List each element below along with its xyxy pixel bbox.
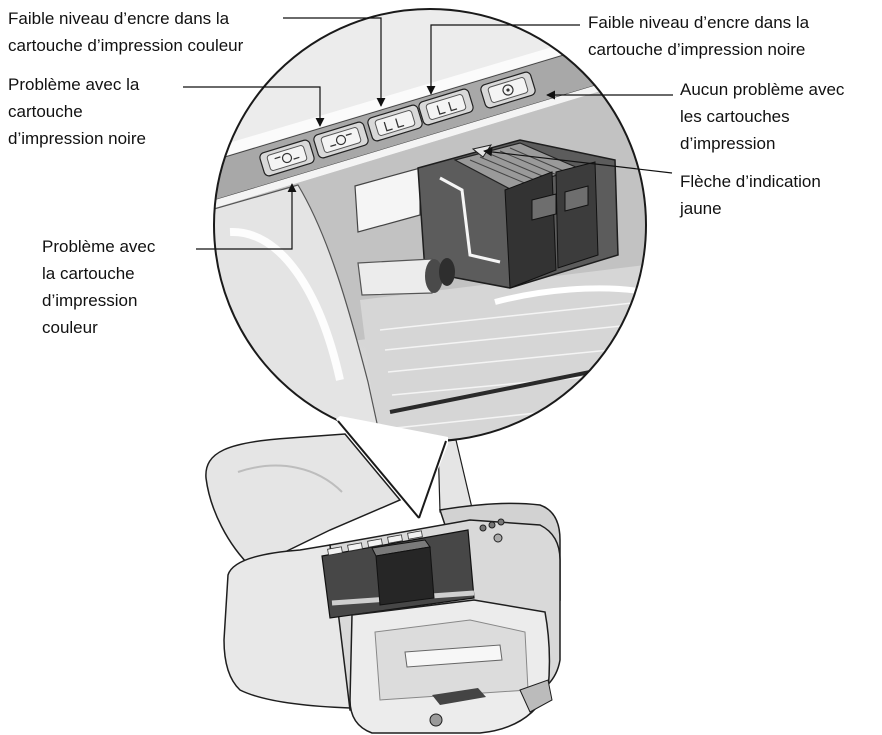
status-light-small <box>407 530 423 540</box>
printer-tray-knob <box>429 713 443 727</box>
label-line: cartouche d’impression noire <box>588 40 806 59</box>
label-line: Problème avec la <box>8 75 140 94</box>
label-line: d’impression noire <box>8 129 146 148</box>
leader-low-ink-color <box>283 17 386 107</box>
black-cartridge-latch <box>531 193 557 221</box>
callout-tail-left-edge <box>337 420 420 519</box>
label-line: cartouche d’impression couleur <box>8 36 244 55</box>
carriage-latch-wire <box>439 176 501 264</box>
label-low-ink-black: Faible niveau d’encre dans la cartouche … <box>588 9 809 63</box>
carriage-rod-cap <box>425 259 443 293</box>
light-low-ink-black-icon <box>418 88 474 126</box>
label-problem-color: Problème avec la cartouche d’impression … <box>42 233 155 341</box>
side-panel-highlight <box>229 227 344 381</box>
printer <box>205 433 561 734</box>
power-button-icon <box>479 524 487 532</box>
status-light-small <box>367 538 383 548</box>
cancel-button-icon <box>497 518 505 526</box>
printer-body-left <box>223 544 351 709</box>
label-line: Faible niveau d’encre dans la <box>8 9 230 28</box>
printer-lid-highlight <box>237 464 343 493</box>
leader-problem-color <box>196 183 297 250</box>
light-problem-color-icon <box>259 139 315 177</box>
printer-paper-slot <box>404 644 503 668</box>
label-line: la cartouche <box>42 264 135 283</box>
status-light-small <box>387 534 403 544</box>
label-line: couleur <box>42 318 98 337</box>
status-light-small <box>327 546 343 556</box>
label-line: Problème avec <box>42 237 156 256</box>
panel-edge-highlight <box>214 63 646 211</box>
ribbon-cable <box>354 167 421 233</box>
indicator-light-icon <box>493 533 503 543</box>
label-line: jaune <box>680 199 722 218</box>
black-cartridge <box>504 171 557 289</box>
callout-tail <box>336 416 448 518</box>
leader-lines <box>183 17 673 250</box>
printer-cartridge <box>375 546 435 606</box>
label-line: Faible niveau d’encre dans la <box>588 13 810 32</box>
zoom-detail <box>214 9 646 441</box>
cartridge-top-ridges <box>469 147 567 185</box>
label-line: d’impression <box>680 134 776 153</box>
light-problem-black-icon <box>313 121 369 159</box>
printer-side-latch <box>519 679 553 713</box>
label-yellow-arrow: Flèche d’indication jaune <box>680 168 821 222</box>
color-cartridge-latch <box>564 185 589 212</box>
leader-yellow-arrow <box>483 147 673 174</box>
leader-problem-black <box>183 86 325 127</box>
resume-button-icon <box>488 521 496 529</box>
label-problem-black: Problème avec la cartouche d’impression … <box>8 71 146 152</box>
label-low-ink-color: Faible niveau d’encre dans la cartouche … <box>8 5 243 59</box>
leader-low-ink-black <box>426 24 580 95</box>
status-light-small <box>347 542 363 552</box>
paper-guide-highlight <box>494 285 646 305</box>
label-no-problem: Aucun problème avec les cartouches d’imp… <box>680 76 844 157</box>
label-line: d’impression <box>42 291 138 310</box>
color-cartridge <box>555 161 599 269</box>
carriage-bushing <box>439 258 455 286</box>
label-line: les cartouches <box>680 107 790 126</box>
printer-status-lights <box>327 530 423 556</box>
label-line: Aucun problème avec <box>680 80 845 99</box>
label-line: cartouche <box>8 102 83 121</box>
label-line: Flèche d’indication <box>680 172 821 191</box>
callout-tail-right-edge <box>418 440 447 519</box>
light-low-ink-color-icon <box>367 104 423 142</box>
printer-tray-handle <box>432 688 486 705</box>
light-no-problem-icon <box>480 71 536 109</box>
carriage-rod <box>357 258 433 296</box>
